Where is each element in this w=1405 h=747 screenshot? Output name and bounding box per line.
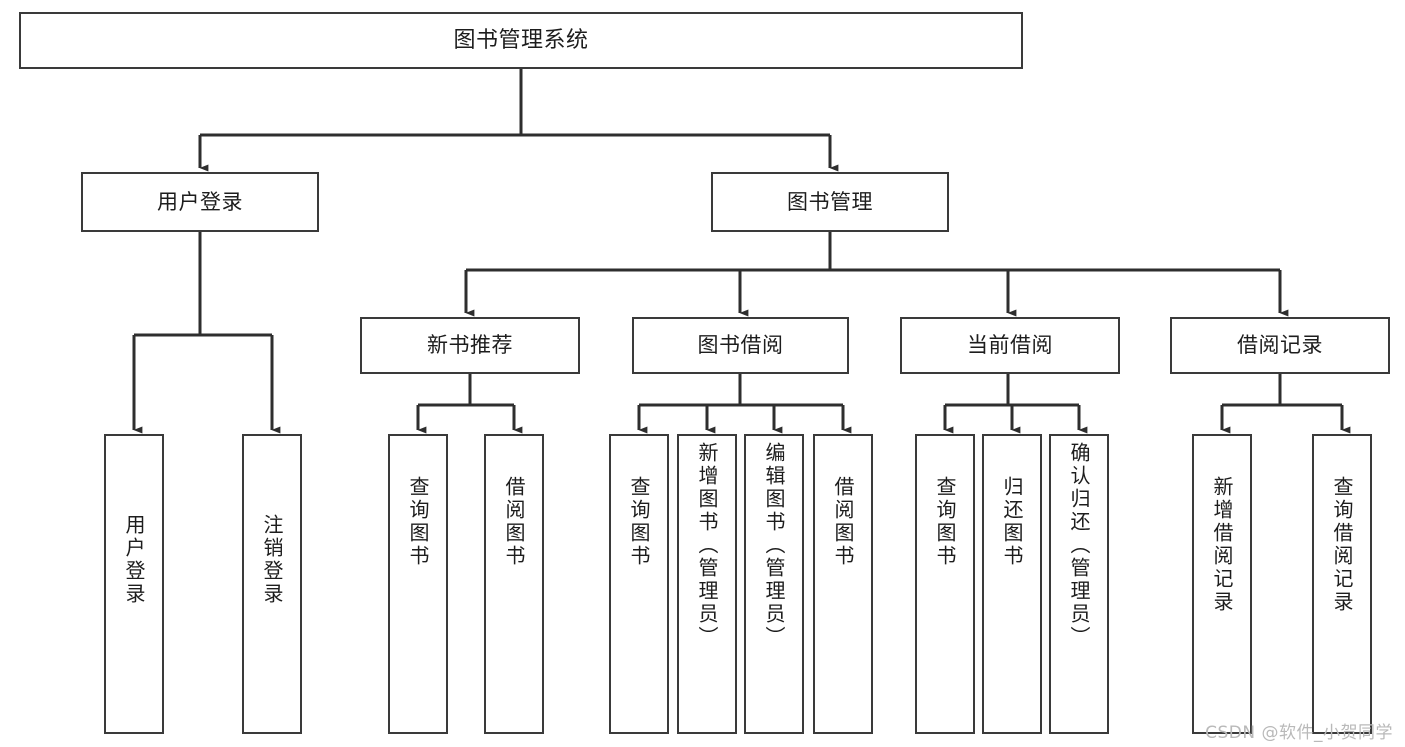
node-book-borrow-label: 图书借阅: [697, 333, 784, 358]
node-user-login[interactable]: 用户登录: [81, 172, 319, 232]
node-user-login-label: 用户登录: [157, 189, 243, 214]
node-leaf-logout[interactable]: 注销登录: [242, 434, 302, 734]
node-leaf-return-book[interactable]: 归还图书: [982, 434, 1042, 734]
node-current-borrow-label: 当前借阅: [967, 333, 1053, 358]
node-leaf-borrow-book-1[interactable]: 借阅图书: [484, 434, 544, 734]
node-borrow-record[interactable]: 借阅记录: [1170, 317, 1390, 374]
node-leaf-user-login-label: 用户登录: [122, 514, 146, 606]
node-leaf-logout-label: 注销登录: [260, 514, 284, 606]
node-leaf-query-book-3[interactable]: 查询图书: [915, 434, 975, 734]
node-leaf-query-book-1[interactable]: 查询图书: [388, 434, 448, 734]
node-leaf-query-book-1-label: 查询图书: [406, 476, 430, 568]
node-leaf-confirm-return-label: 确认归还（管理员）: [1067, 442, 1091, 649]
watermark: CSDN @软件_小贺同学: [1205, 723, 1393, 743]
node-leaf-query-record[interactable]: 查询借阅记录: [1312, 434, 1372, 734]
node-leaf-user-login[interactable]: 用户登录: [104, 434, 164, 734]
node-borrow-record-label: 借阅记录: [1237, 333, 1323, 358]
node-leaf-query-book-3-label: 查询图书: [933, 476, 957, 568]
node-leaf-edit-book-label: 编辑图书（管理员）: [762, 442, 786, 649]
node-leaf-return-book-label: 归还图书: [1000, 476, 1024, 568]
node-leaf-query-book-2[interactable]: 查询图书: [609, 434, 669, 734]
node-leaf-borrow-book-2-label: 借阅图书: [831, 476, 855, 568]
node-leaf-edit-book[interactable]: 编辑图书（管理员）: [744, 434, 804, 734]
node-new-book-rec[interactable]: 新书推荐: [360, 317, 580, 374]
node-leaf-add-record-label: 新增借阅记录: [1210, 476, 1234, 614]
node-book-borrow[interactable]: 图书借阅: [632, 317, 849, 374]
node-leaf-query-book-2-label: 查询图书: [627, 476, 651, 568]
node-root[interactable]: 图书管理系统: [19, 12, 1023, 69]
node-current-borrow[interactable]: 当前借阅: [900, 317, 1120, 374]
node-leaf-borrow-book-1-label: 借阅图书: [502, 476, 526, 568]
node-book-manage[interactable]: 图书管理: [711, 172, 949, 232]
node-leaf-add-book-label: 新增图书（管理员）: [695, 442, 719, 649]
node-leaf-confirm-return[interactable]: 确认归还（管理员）: [1049, 434, 1109, 734]
node-book-manage-label: 图书管理: [787, 189, 873, 214]
node-leaf-query-record-label: 查询借阅记录: [1330, 476, 1354, 614]
node-leaf-add-book[interactable]: 新增图书（管理员）: [677, 434, 737, 734]
node-root-label: 图书管理系统: [453, 27, 589, 53]
node-new-book-rec-label: 新书推荐: [427, 333, 513, 358]
node-leaf-add-record[interactable]: 新增借阅记录: [1192, 434, 1252, 734]
node-leaf-borrow-book-2[interactable]: 借阅图书: [813, 434, 873, 734]
